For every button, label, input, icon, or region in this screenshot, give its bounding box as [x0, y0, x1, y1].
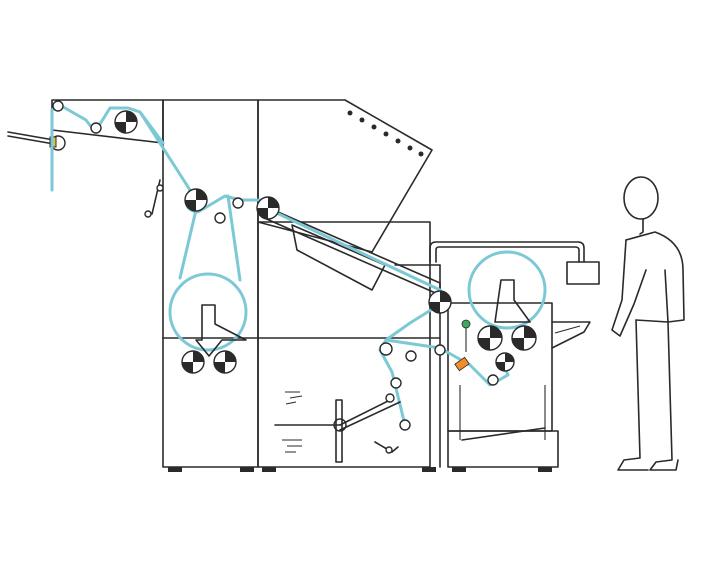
machine-frame — [51, 99, 591, 472]
pull-roll-pair — [477, 279, 537, 351]
web-guide-sensor — [454, 319, 471, 372]
unwind-stand — [7, 131, 66, 151]
idler-roller — [379, 342, 446, 431]
top-hood-guides — [347, 110, 424, 157]
dancer-arm — [144, 179, 401, 463]
rewind-roll — [495, 352, 515, 372]
drive-roller — [256, 196, 280, 220]
drive-roller — [428, 290, 452, 314]
control-box — [429, 241, 600, 285]
rollers — [52, 100, 537, 431]
drive-roller — [114, 110, 138, 134]
operator-figure — [611, 176, 685, 471]
web-path — [50, 102, 547, 427]
drive-roller — [184, 188, 208, 212]
pull-roll-pair — [181, 304, 247, 374]
